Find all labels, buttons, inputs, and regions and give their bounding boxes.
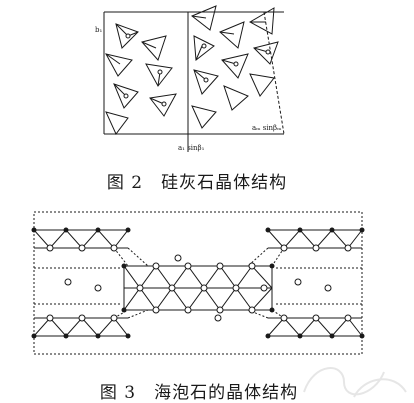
tetrahedron [193, 69, 219, 95]
figure-2-number: 图 2 [106, 173, 144, 193]
tetrahedron [141, 35, 167, 61]
figure-2-title: 硅灰石晶体结构 [161, 173, 288, 193]
tetrahedron [248, 7, 275, 35]
tetrahedron [219, 21, 245, 49]
tetrahedron [249, 73, 275, 97]
figure-3-number: 图 3 [99, 383, 137, 403]
axis-label-a-sin-beta: a₁ sinβ₁ [178, 144, 205, 152]
figure-3-caption: 图 3 海泡石的晶体结构 [0, 378, 406, 403]
axis-label-b: b₁ [95, 26, 102, 34]
unit-cell-frame [33, 211, 363, 355]
atom-set [46, 244, 352, 322]
tetrahedron [105, 111, 129, 135]
wollastonite-structure-diagram: b₁ a₁ sinβ₁ aₘ sinβₘ [95, 5, 285, 152]
tetrahedron [113, 83, 139, 109]
tetrahedron [223, 85, 249, 111]
tetrahedron [149, 93, 177, 117]
figure-3-title: 海泡石的晶体结构 [154, 383, 299, 403]
tetrahedron [221, 53, 249, 79]
tetrahedron [191, 105, 217, 129]
tetrahedron [145, 63, 173, 87]
figure-2-caption: 图 2 硅灰石晶体结构 [0, 168, 404, 193]
watermark-logo [303, 367, 407, 398]
sepiolite-structure-diagram [31, 211, 365, 355]
axis-label-am-sin-beta: aₘ sinβₘ [252, 124, 282, 132]
tetrahedron [105, 53, 133, 77]
tetrahedron [253, 41, 279, 65]
tetrahedron [115, 23, 139, 49]
tetrahedron [191, 5, 217, 31]
tetrahedron [193, 35, 215, 61]
